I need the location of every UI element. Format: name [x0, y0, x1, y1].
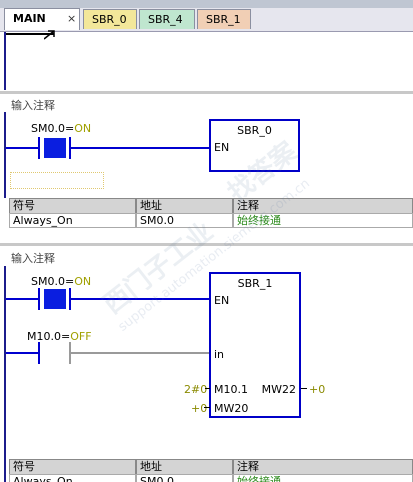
col-symbol-header: 符号 [9, 459, 136, 475]
contact-sm0-0[interactable] [44, 138, 66, 158]
contact-m10-0-right-bar [69, 342, 71, 364]
contact-m10-0-left-bar [38, 342, 40, 364]
sbr-0-box[interactable]: SBR_0 EN [209, 119, 300, 172]
m10-1-value: 2#0 [184, 383, 208, 396]
tab-sbr-0-label: SBR_0 [92, 13, 127, 26]
sbr-1-in-pin: in [214, 348, 225, 361]
sbr-1-box[interactable]: SBR_1 EN in M10.1 MW20 MW22 [209, 272, 301, 418]
network-separator-1 [0, 91, 413, 94]
contact-n1-right-bar [69, 137, 71, 159]
tab-sbr-1[interactable]: SBR_1 [197, 9, 251, 29]
contact-state: OFF [70, 330, 92, 343]
network-1-comment[interactable]: 输入注释 [11, 99, 55, 112]
wire-n1-b [71, 147, 210, 149]
sbr-1-title: SBR_1 [237, 277, 273, 290]
contact-n1-left-bar [38, 137, 40, 159]
contact-operand: SM0.0 [31, 275, 65, 288]
mw22-value: +0 [309, 383, 326, 396]
power-rail-network-1 [4, 112, 6, 198]
contact-sm0-0-label: SM0.0=ON [31, 122, 91, 135]
sbr-1-en-pin: EN [214, 294, 230, 307]
contact-eq: = [64, 275, 75, 288]
contact-eq: = [64, 122, 75, 135]
close-icon[interactable]: × [67, 12, 77, 25]
symbol-table-1: 符号 地址 注释 Always_On SM0.0 始终接通 [9, 198, 413, 229]
arrow-icon [44, 30, 55, 40]
wire-n2-c [6, 352, 38, 354]
contact-n2-left-bar [38, 288, 40, 310]
wire-n2-d [71, 352, 210, 354]
comment-cell[interactable]: 始终接通 [233, 474, 413, 482]
contact-m10-0-label: M10.0=OFF [27, 330, 92, 343]
contact-n2-right-bar [69, 288, 71, 310]
m10-1-wire [205, 388, 210, 389]
wire-n2-b [71, 298, 210, 300]
network-2-comment[interactable]: 输入注释 [11, 252, 55, 265]
tab-sbr-1-label: SBR_1 [206, 13, 241, 26]
contact-operand: SM0.0 [31, 122, 65, 135]
network-separator-2 [0, 243, 413, 246]
mw20-wire [204, 407, 210, 408]
col-comment-header: 注释 [233, 459, 413, 475]
symbol-table-2: 符号 地址 注释 Always_On SM0.0 始终接通 [9, 459, 413, 482]
tab-sbr-4[interactable]: SBR_4 [139, 9, 195, 29]
wire-n1-a [6, 147, 40, 149]
sbr-0-title: SBR_0 [237, 124, 272, 137]
power-rail-network-2 [4, 266, 6, 482]
tab-main[interactable]: MAIN × [4, 8, 80, 30]
contact-state: ON [74, 122, 92, 135]
col-address-header: 地址 [136, 198, 233, 214]
wire-n2-a [6, 298, 40, 300]
contact-sm0-0-2[interactable] [44, 289, 66, 309]
col-symbol-header: 符号 [9, 198, 136, 214]
symbol-cell[interactable]: Always_On [9, 474, 136, 482]
sbr-1-mw20-pin: MW20 [214, 402, 249, 415]
symbol-cell[interactable]: Always_On [9, 213, 136, 228]
mw22-wire [301, 388, 307, 389]
address-cell[interactable]: SM0.0 [136, 213, 233, 228]
col-address-header: 地址 [136, 459, 233, 475]
toolbar-strip [0, 0, 413, 8]
comment-cell[interactable]: 始终接通 [233, 213, 413, 228]
address-cell[interactable]: SM0.0 [136, 474, 233, 482]
wire-top [6, 33, 54, 35]
contact-eq: = [60, 330, 71, 343]
contact-state: ON [74, 275, 92, 288]
tab-sbr-0[interactable]: SBR_0 [83, 9, 137, 29]
mw20-value: +0 [191, 402, 208, 415]
sbr-1-mw22-pin: MW22 [261, 383, 296, 396]
sbr-0-en-pin: EN [214, 141, 230, 154]
tab-main-label: MAIN [13, 12, 46, 25]
sbr-1-m10-1-pin: M10.1 [214, 383, 248, 396]
power-rail-top [4, 32, 6, 90]
tab-sbr-4-label: SBR_4 [148, 13, 183, 26]
contact-sm0-0-label-2: SM0.0=ON [31, 275, 91, 288]
contact-operand: M10.0 [27, 330, 61, 343]
symbol-placeholder[interactable] [10, 172, 104, 189]
